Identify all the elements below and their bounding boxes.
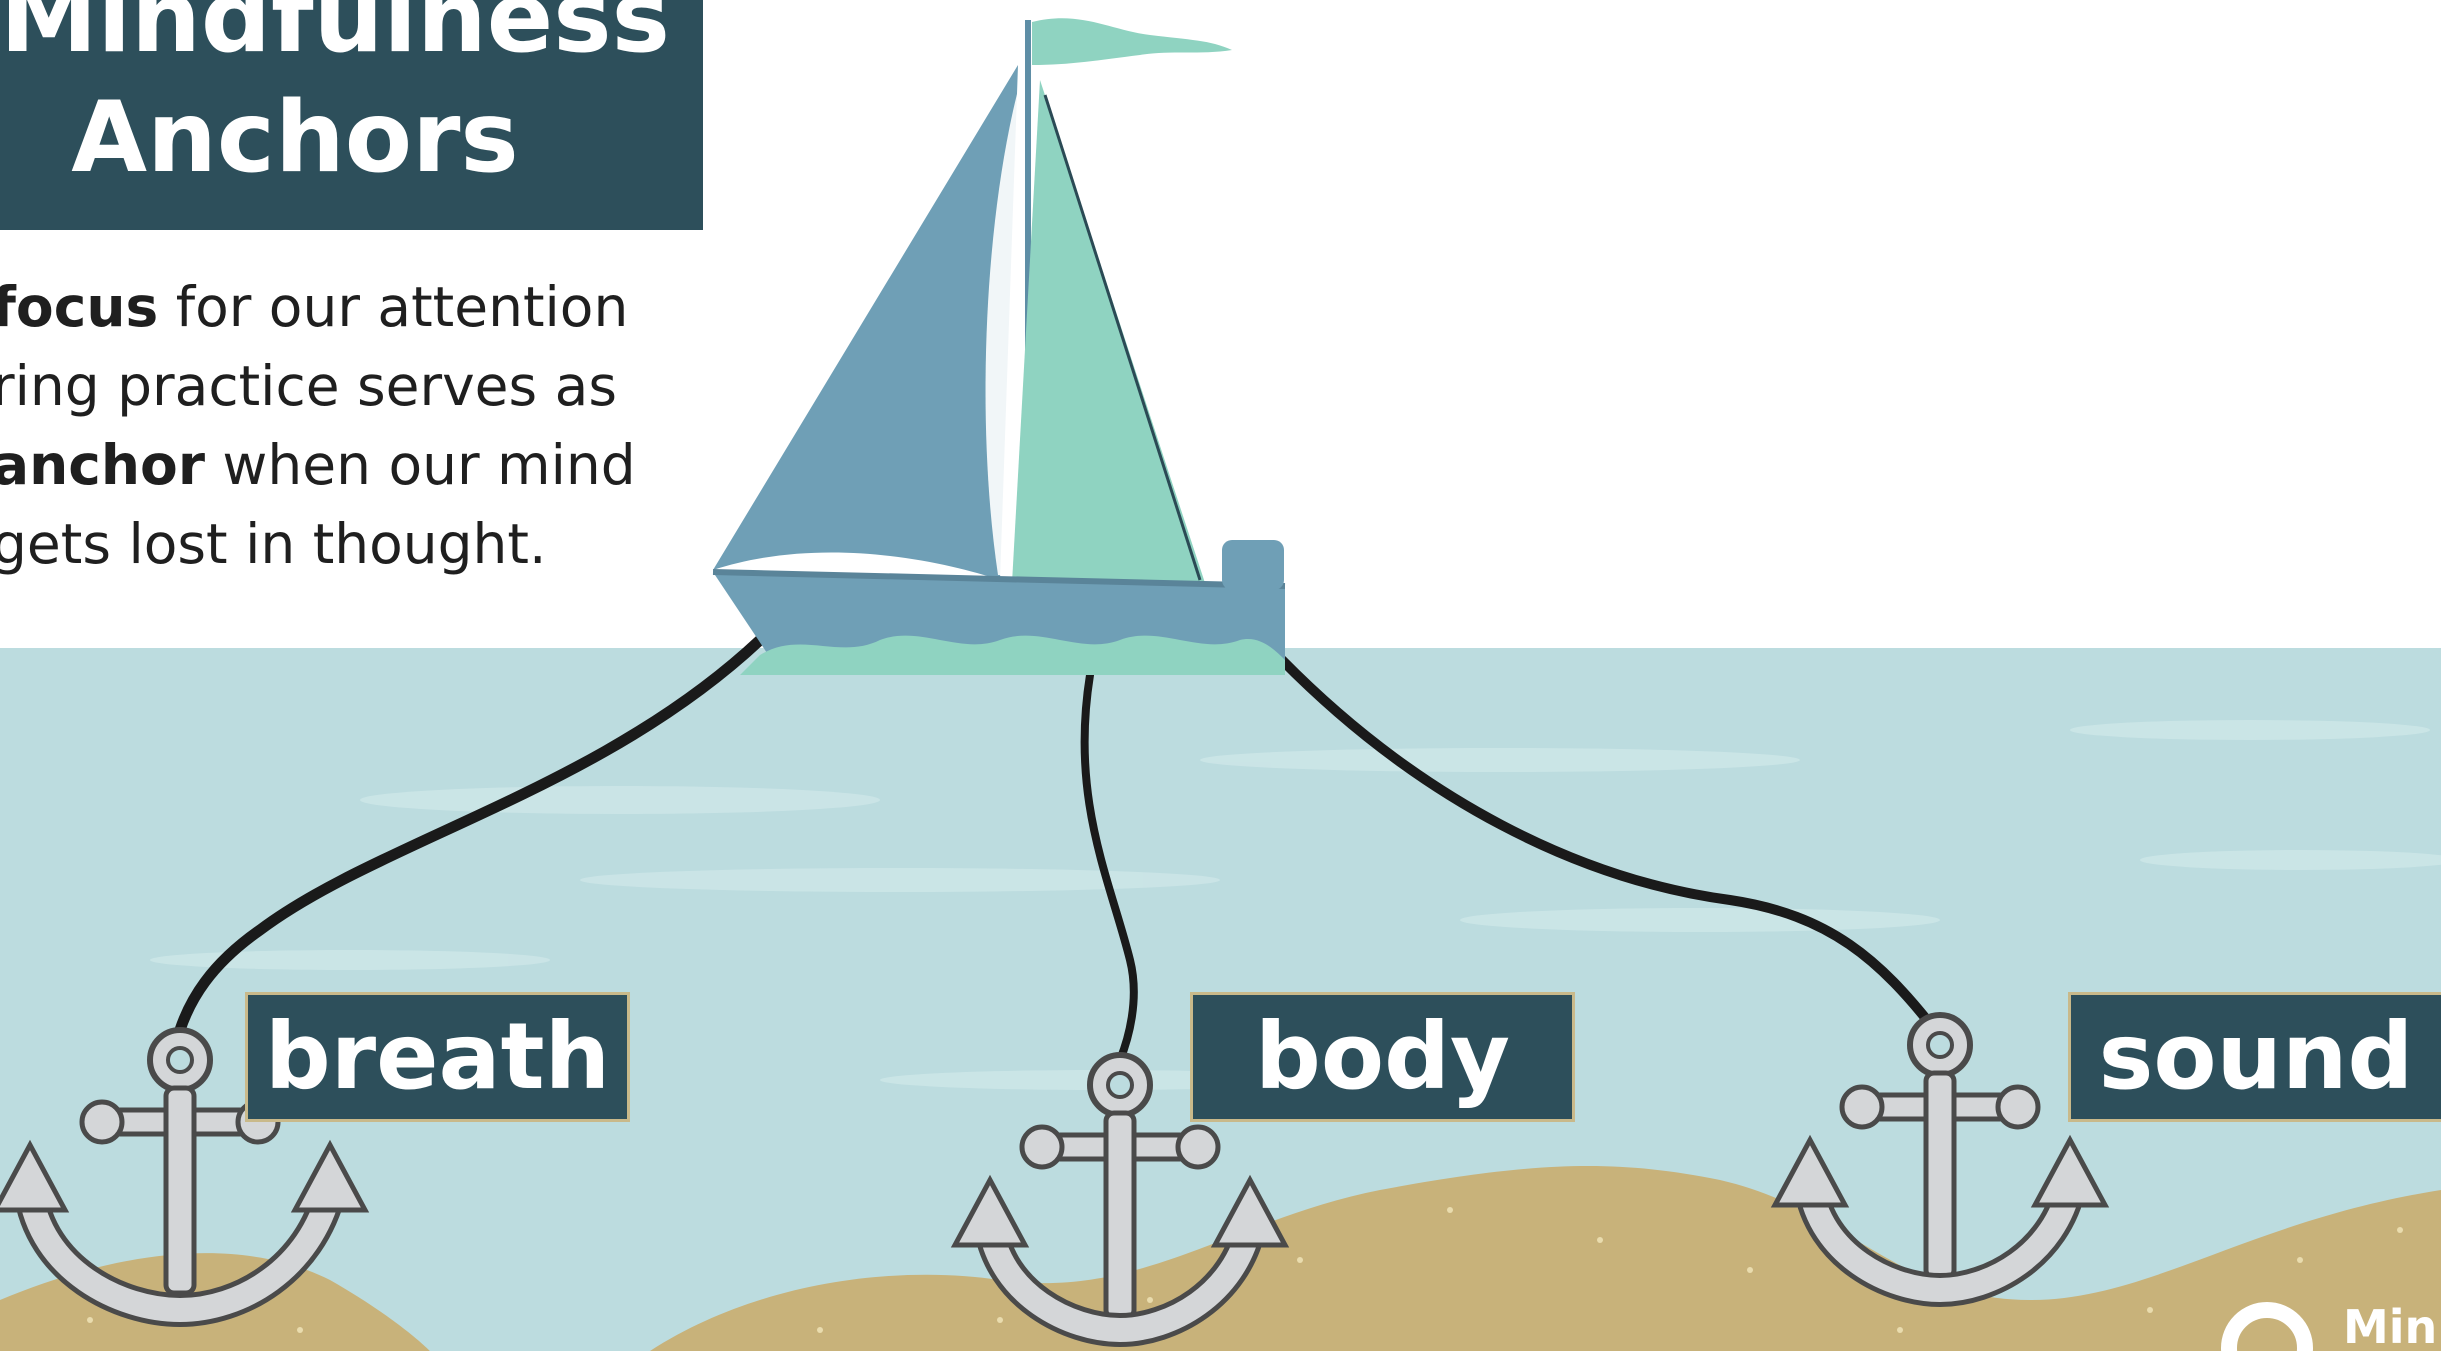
description-text: focus for our attention ring practice se… bbox=[0, 268, 692, 584]
description-line-3-rest: when our mind bbox=[205, 433, 636, 497]
description-line-2: ring practice serves as bbox=[0, 347, 692, 426]
description-bold-anchor: anchor bbox=[0, 433, 205, 497]
logo-text: Min bbox=[2343, 1302, 2437, 1351]
label-breath: breath bbox=[245, 992, 630, 1122]
description-line-1: focus for our attention bbox=[0, 268, 692, 347]
description-bold-focus: focus bbox=[0, 275, 158, 339]
flag bbox=[1032, 18, 1232, 65]
sailboat bbox=[713, 18, 1285, 675]
page-title-line-2: Anchors bbox=[0, 88, 590, 188]
page-title-line-1: Mindfulness bbox=[0, 0, 590, 68]
description-line-4: gets lost in thought. bbox=[0, 505, 692, 584]
cabin bbox=[1222, 540, 1284, 590]
title-box: Mindfulness Anchors bbox=[0, 0, 703, 230]
sail-left bbox=[713, 65, 1018, 580]
description-line-1-rest: for our attention bbox=[158, 275, 628, 339]
label-body: body bbox=[1190, 992, 1575, 1122]
description-line-3: anchor when our mind bbox=[0, 426, 692, 505]
label-sound: sound bbox=[2068, 992, 2441, 1122]
